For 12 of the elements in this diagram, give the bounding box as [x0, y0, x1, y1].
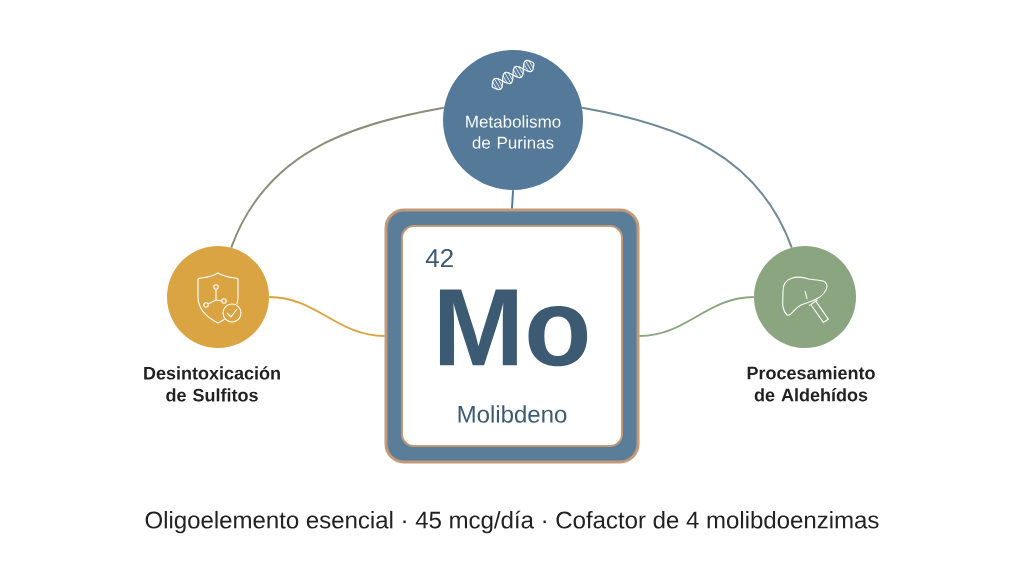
element-symbol: Mo [439, 289, 588, 367]
caption: Oligoelemento esencial · 45 mcg/día · Cofactor de 4 molibdoenzimas [145, 510, 879, 534]
atomic-number: 42 [425, 248, 453, 268]
connector-line [268, 296, 386, 337]
connector-line [230, 106, 445, 249]
element-name: Molibdeno [458, 405, 567, 423]
circle-caption: Desintoxicación de Sulfitos [144, 366, 280, 402]
circle-label: Metabolismo de Purinas [466, 115, 561, 149]
circle-caption: Procesamiento de Aldehídos [747, 366, 875, 402]
connector-line [511, 189, 514, 210]
connector-line [638, 296, 755, 337]
connector-line [581, 106, 793, 249]
